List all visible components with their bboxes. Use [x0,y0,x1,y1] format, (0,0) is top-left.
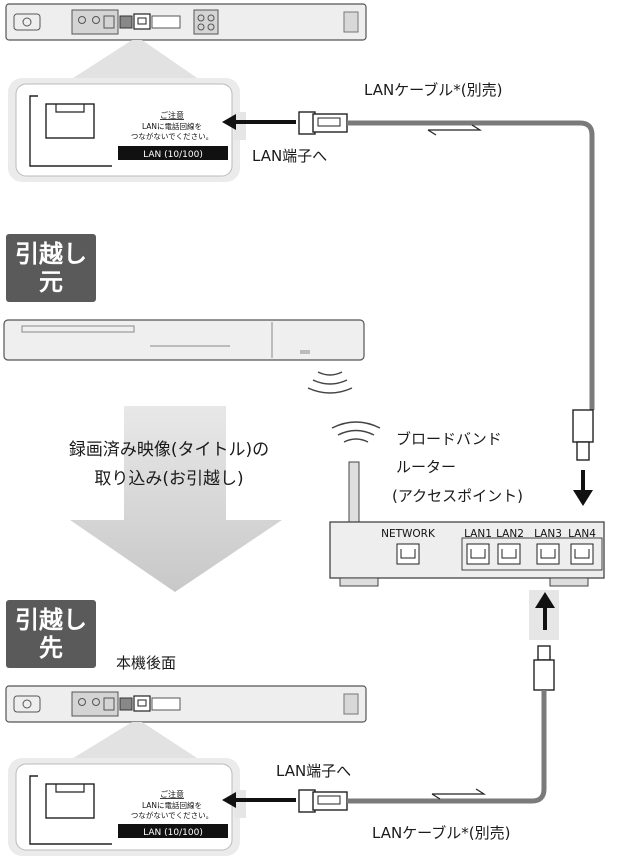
destination-lan-label: LAN (10/100) [143,828,203,838]
destination-badge: 引越し 先 [6,600,96,668]
destination-cable-label: LANケーブル*(別売) [372,824,511,842]
router-port-label-lan3: LAN3 [534,528,562,540]
source-caution-title: ご注意 [160,110,184,120]
lan3-port [536,543,560,565]
router-port-label-lan1: LAN1 [464,528,492,540]
destination-badge-line2: 先 [39,634,63,662]
destination-cable [222,690,547,818]
source-recorder-rear [5,3,367,41]
source-cable-label: LANケーブル*(別売) [364,81,503,99]
destination-caution-line1: LANに電話回線を [142,800,202,810]
source-recorder-front [3,319,365,394]
source-badge-line1: 引越し [15,240,87,268]
destination-lan-port-highlight [133,695,151,712]
destination-lan-port-label: LAN端子へ [276,762,352,780]
transfer-arrow [70,406,282,592]
router-port-label-network: NETWORK [381,528,436,540]
destination-port-zoom-panel [8,758,240,856]
source-lan-label: LAN (10/100) [143,150,203,160]
destination-lan-label-bar [118,824,228,838]
router-title-line3: (アクセスポイント) [392,487,523,505]
router-connections [529,409,594,691]
destination-rear-label: 本機後面 [116,654,177,672]
transfer-caption-line2: 取り込み(お引越し) [94,469,244,489]
source-port-zoom-panel [8,78,240,182]
source-lan-port-label: LAN端子へ [252,147,328,165]
lan2-port [497,543,521,565]
source-lan-label-bar [118,146,228,160]
destination-badge-line1: 引越し [15,606,87,634]
destination-recorder-rear [5,685,367,723]
source-caution-line1: LANに電話回線を [142,121,202,131]
network-port [396,543,420,565]
source-caution-line2: つながないでください。 [131,131,213,141]
router-title-line1: ブロードバンド [396,430,502,448]
lan4-port [570,543,594,565]
source-badge-line2: 元 [39,268,63,296]
source-badge: 引越し 元 [6,234,96,302]
router [329,421,605,587]
destination-caution-title: ご注意 [160,789,184,799]
source-lan-port-highlight [133,13,151,30]
router-port-label-lan4: LAN4 [568,528,596,540]
transfer-caption: 録画済み映像(タイトル)の 取り込み(お引越し) [24,436,314,494]
lan1-port [466,543,490,565]
router-title-line2: ルーター [396,458,457,476]
source-cable [222,111,595,410]
router-port-label-lan2: LAN2 [496,528,524,540]
transfer-caption-line1: 録画済み映像(タイトル)の [68,440,270,460]
destination-caution-line2: つながないでください。 [131,810,213,820]
